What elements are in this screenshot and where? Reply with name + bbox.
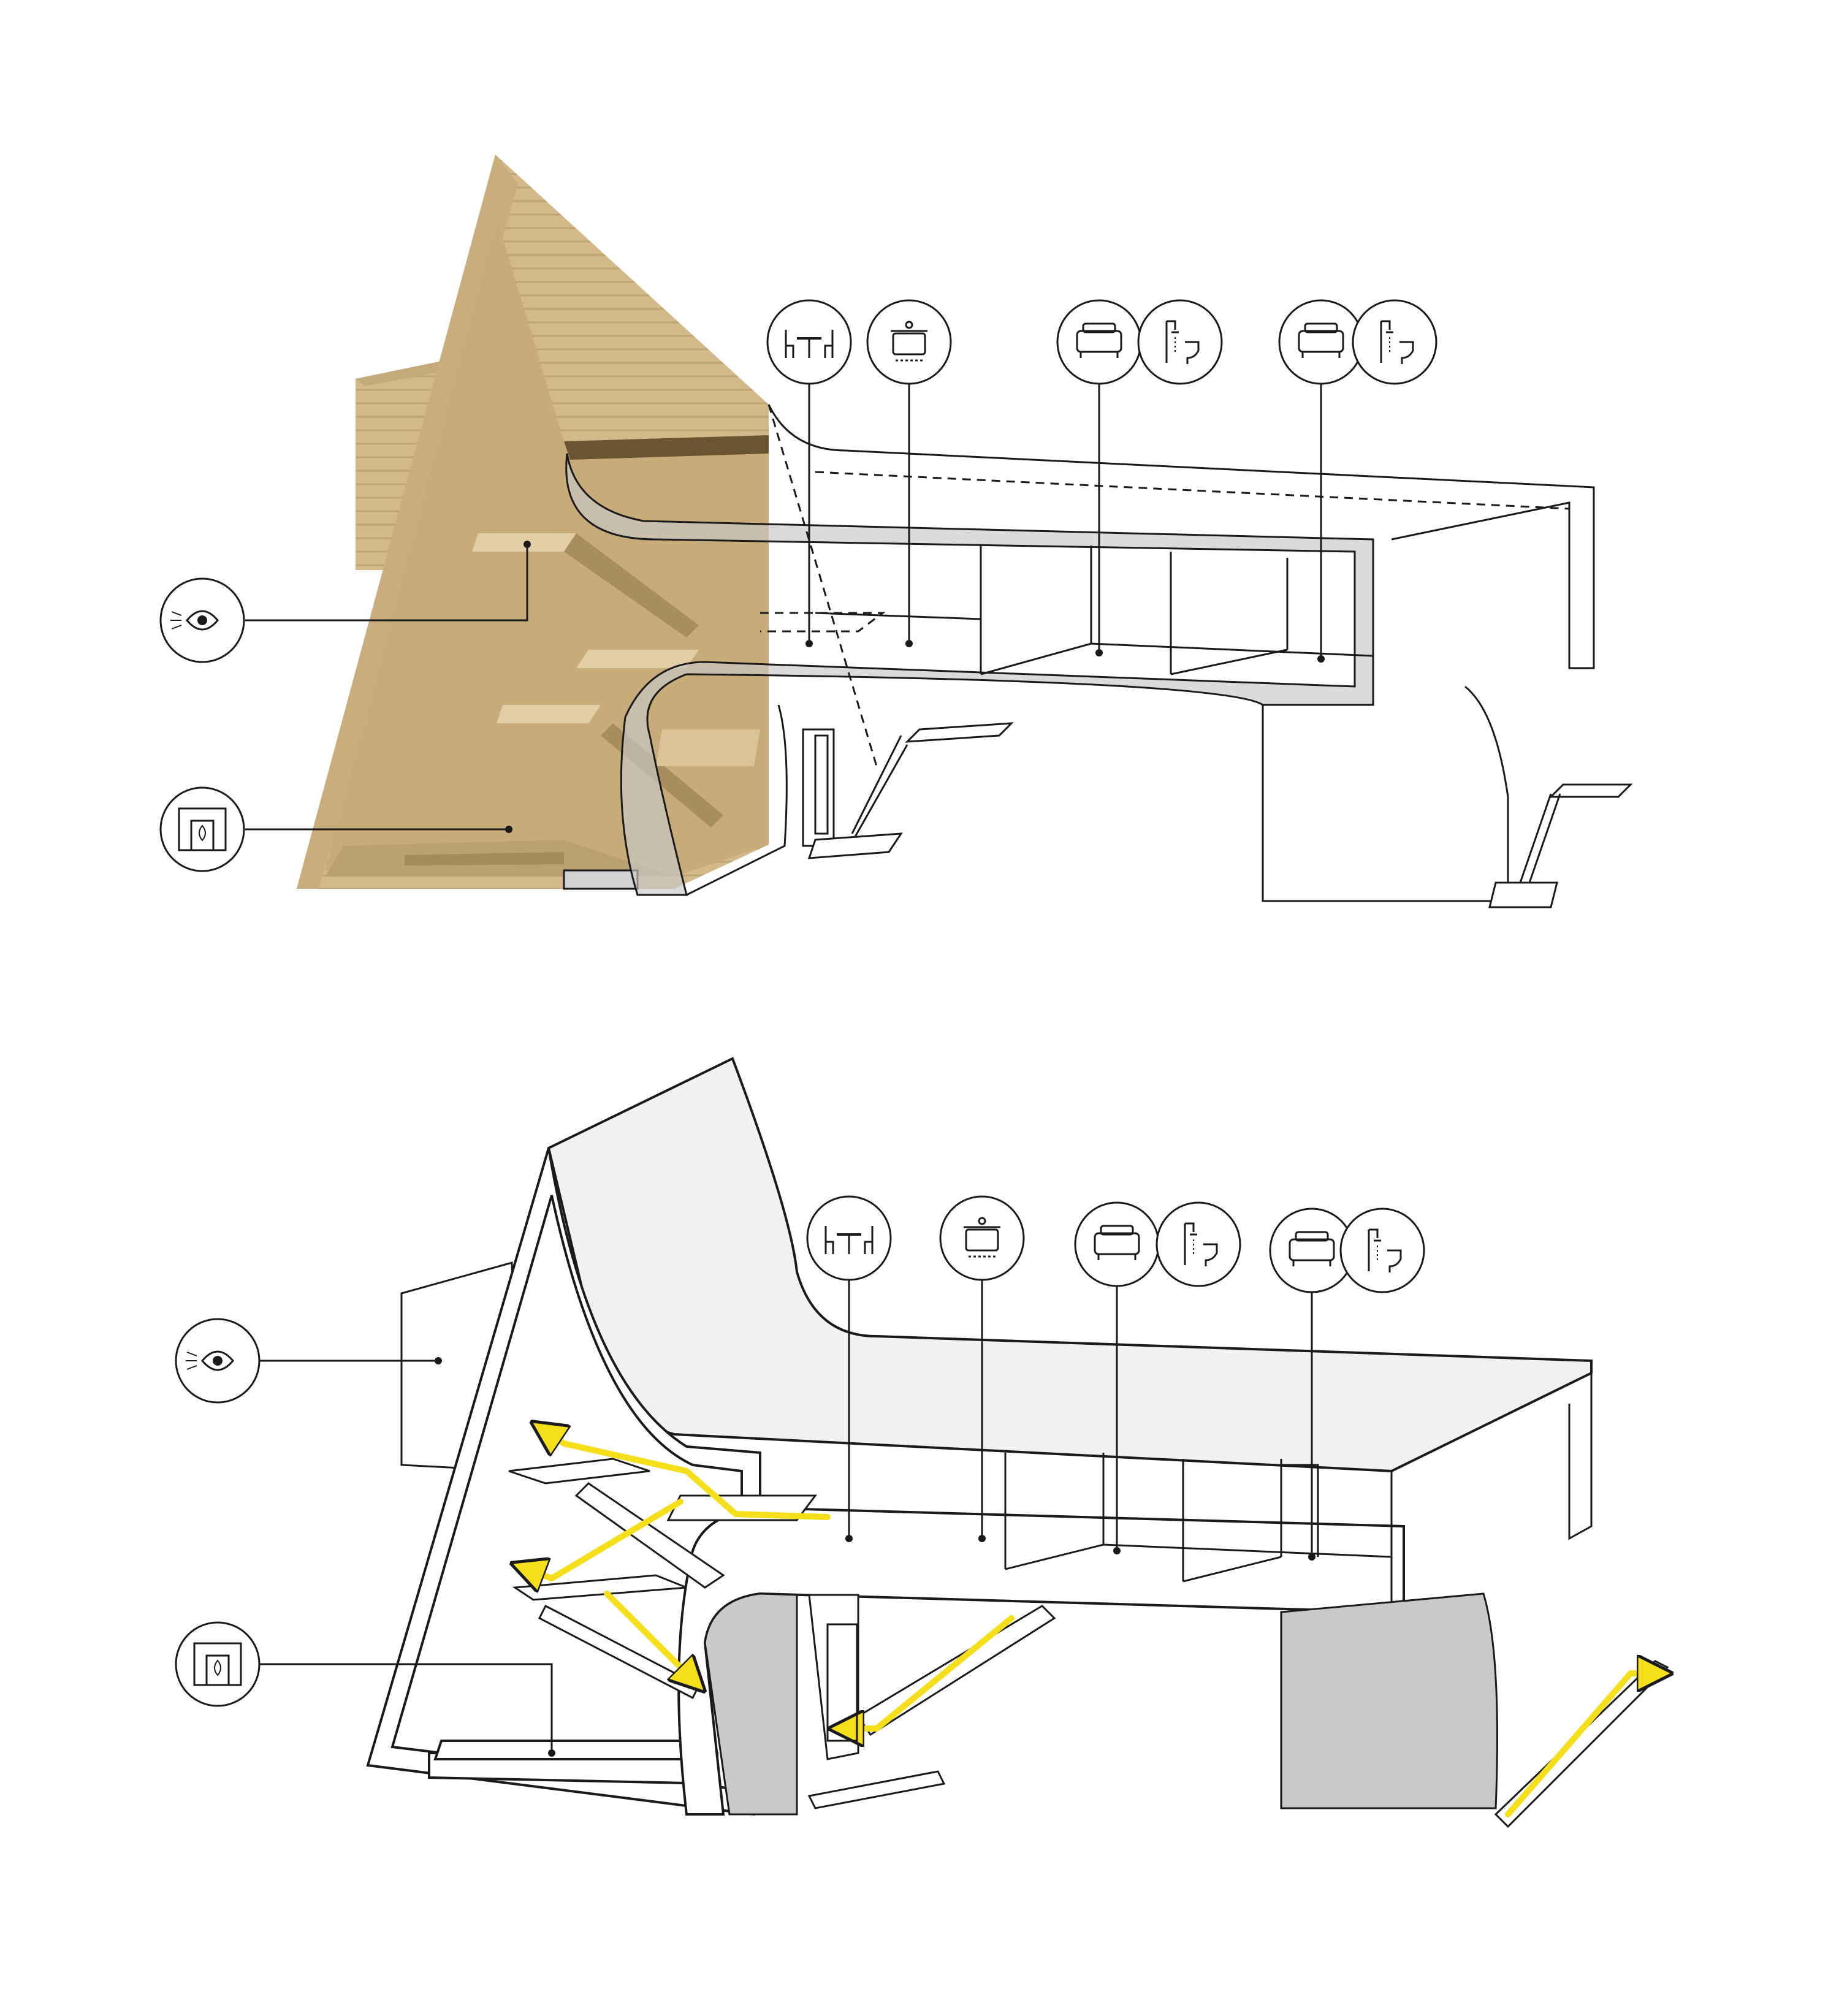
roof-surface — [547, 1057, 1593, 1473]
white-volume-top — [686, 404, 1595, 902]
fireplace-icon — [175, 1621, 261, 1707]
callout-lines-bottom — [257, 1247, 1313, 1753]
shower-toilet-icon — [1137, 299, 1223, 385]
interior-stairs — [508, 1458, 817, 1700]
exterior-stairs-rear — [1488, 783, 1633, 908]
circulation-arrows — [527, 1431, 1655, 1817]
shower-toilet-icon — [1339, 1208, 1425, 1293]
line-model-diagram — [175, 1057, 1669, 1828]
circulation-arrow — [527, 1499, 683, 1578]
bed-icon — [1269, 1208, 1355, 1293]
kitchen-pot-icon — [866, 299, 952, 385]
bed-icon — [1056, 299, 1142, 385]
callout-dots-top — [505, 541, 1325, 833]
dining-icon — [806, 1195, 892, 1281]
room-partitions — [1004, 1373, 1593, 1606]
circulation-arrow — [546, 1431, 831, 1520]
eye-view-icon — [159, 577, 245, 663]
a-frame-textured — [297, 154, 1374, 896]
dining-icon — [766, 299, 852, 385]
circulation-arrow — [604, 1591, 693, 1679]
bed-icon — [1074, 1201, 1160, 1287]
door-bottom — [826, 1623, 858, 1742]
shower-toilet-icon — [1156, 1201, 1241, 1287]
circulation-arrow — [1505, 1673, 1655, 1817]
eye-view-icon — [175, 1318, 261, 1404]
callout-dots-bottom — [435, 1357, 1315, 1757]
shaded-walls — [704, 1592, 1498, 1816]
textured-model-diagram — [159, 154, 1633, 908]
bed-icon — [1278, 299, 1364, 385]
callout-lines-top — [245, 371, 1322, 831]
shower-toilet-icon — [1352, 299, 1437, 385]
fireplace-icon — [159, 786, 245, 872]
exterior-stairs-line — [807, 1605, 1669, 1828]
kitchen-pot-icon — [939, 1195, 1025, 1281]
exterior-stairs-front — [807, 722, 1014, 859]
